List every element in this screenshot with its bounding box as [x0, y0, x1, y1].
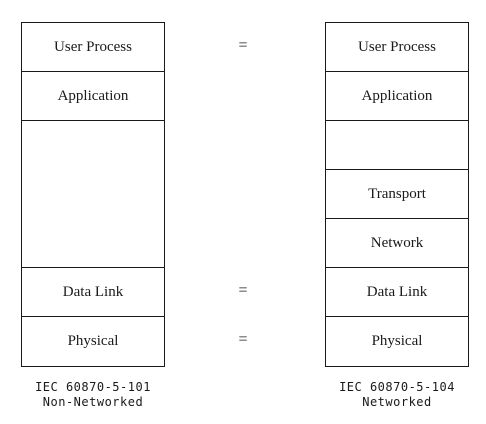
- layer-network: Network: [326, 219, 468, 268]
- equals-sign-user-process: =: [238, 37, 248, 54]
- layer-application: Application: [22, 72, 164, 121]
- layer-user-process: User Process: [22, 23, 164, 72]
- layer-application: Application: [326, 72, 468, 121]
- stack-iec-104: User Process Application Transport Netwo…: [325, 22, 469, 367]
- layer-physical: Physical: [67, 333, 119, 349]
- equals-sign-data-link: =: [238, 282, 248, 299]
- equals-sign-physical: =: [238, 331, 248, 348]
- caption-right: IEC 60870-5-104 Networked: [297, 380, 486, 410]
- stack-iec-101: User Process Application Data Link Physi…: [21, 22, 165, 367]
- caption-right-type: Networked: [362, 395, 432, 409]
- layer-data-link: Data Link: [326, 268, 468, 317]
- caption-left: IEC 60870-5-101 Non-Networked: [0, 380, 193, 410]
- caption-left-standard: IEC 60870-5-101: [35, 380, 151, 394]
- layer-transport: Transport: [326, 170, 468, 219]
- layer-empty: [326, 121, 468, 170]
- layer-data-link: Data Link: [22, 268, 164, 317]
- caption-left-type: Non-Networked: [42, 395, 144, 409]
- layer-physical: Physical: [371, 333, 423, 349]
- layer-user-process: User Process: [326, 23, 468, 72]
- layer-empty: [22, 121, 164, 268]
- caption-right-standard: IEC 60870-5-104: [339, 380, 455, 394]
